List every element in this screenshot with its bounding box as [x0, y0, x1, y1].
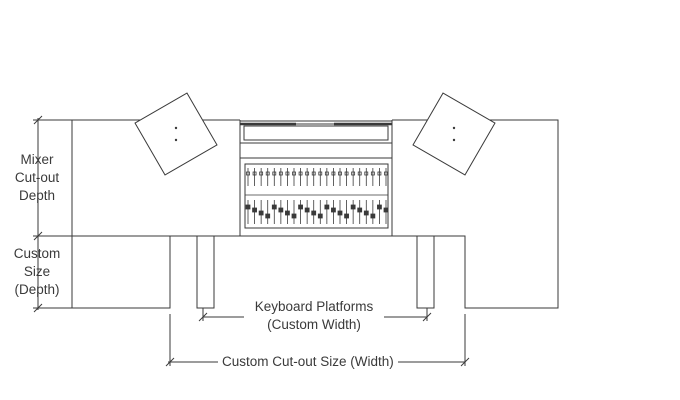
speaker-left-dot [174, 138, 178, 142]
keyboard-platforms-label: Keyboard Platforms (Custom Width) [244, 298, 384, 334]
speaker-left [134, 92, 218, 176]
mixer-cutout-depth-label: Mixer Cut-out Depth [14, 152, 60, 203]
speaker-right-dot [452, 138, 456, 142]
keyboard-platform-left [196, 235, 215, 309]
mixer-channel-strips [245, 168, 389, 224]
speaker-right-dot [452, 126, 456, 130]
custom-cutout-width-label: Custom Cut-out Size (Width) [218, 353, 398, 371]
speaker-right [412, 92, 496, 176]
speaker-left-dot [174, 126, 178, 130]
custom-size-depth-label: Custom Size (Depth) [13, 246, 61, 297]
mixer-console [239, 122, 393, 237]
keyboard-platform-right [416, 235, 435, 309]
